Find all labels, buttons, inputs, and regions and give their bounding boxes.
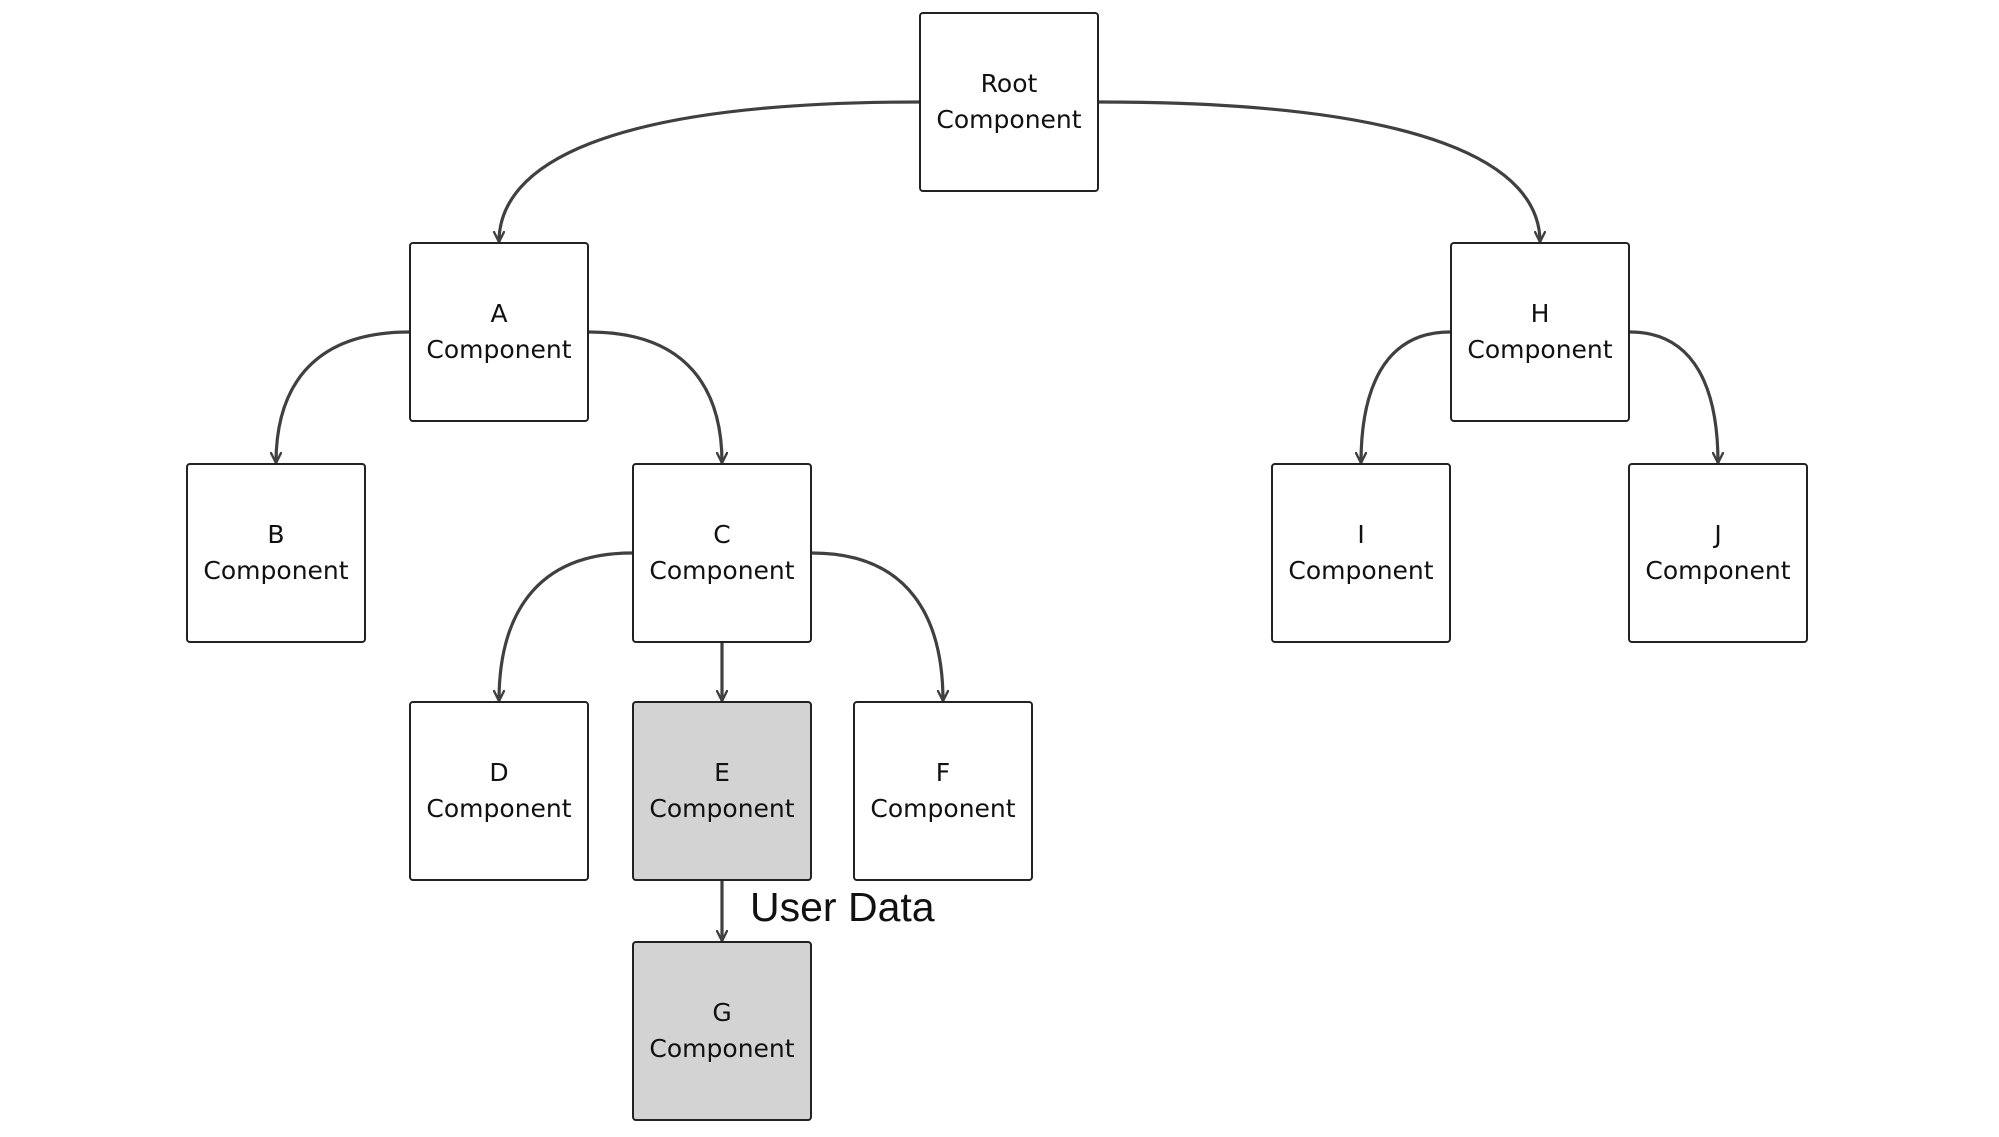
node-j-line1: J (1714, 520, 1722, 549)
node-a: A Component (409, 242, 589, 422)
node-b: B Component (186, 463, 366, 643)
edge-root-to-a (499, 100, 920, 242)
node-j: J Component (1628, 463, 1808, 643)
node-e: E Component (632, 701, 812, 881)
node-i-line1: I (1357, 520, 1365, 549)
node-a-line2: Component (426, 335, 572, 364)
node-root-line2: Component (936, 105, 1082, 134)
node-f-line2: Component (870, 794, 1016, 823)
node-e-line1: E (714, 758, 730, 787)
edge-root-to-h (1098, 100, 1540, 242)
node-h-line2: Component (1467, 335, 1613, 364)
edge-a-to-b (276, 330, 410, 463)
node-c: C Component (632, 463, 812, 643)
node-root-line1: Root (980, 69, 1038, 98)
edge-h-to-j (1629, 330, 1718, 463)
node-f: F Component (853, 701, 1033, 881)
node-b-line2: Component (203, 556, 349, 585)
node-c-line1: C (713, 520, 731, 549)
edge-c-to-f (811, 551, 943, 701)
edge-a-to-c (588, 330, 722, 463)
node-d-line1: D (489, 758, 509, 787)
edge-h-to-i (1361, 330, 1451, 463)
edge-label-user-data: User Data (750, 884, 935, 930)
node-c-line2: Component (649, 556, 795, 585)
node-e-line2: Component (649, 794, 795, 823)
node-b-line1: B (267, 520, 285, 549)
node-i: I Component (1271, 463, 1451, 643)
node-g: G Component (632, 941, 812, 1121)
node-g-line2: Component (649, 1034, 795, 1063)
node-h-line1: H (1530, 299, 1550, 328)
node-d-line2: Component (426, 794, 572, 823)
node-a-line1: A (490, 299, 508, 328)
node-j-line2: Component (1645, 556, 1791, 585)
node-h: H Component (1450, 242, 1630, 422)
node-i-line2: Component (1288, 556, 1434, 585)
edge-c-to-d (499, 551, 633, 701)
node-d: D Component (409, 701, 589, 881)
node-root: Root Component (919, 12, 1099, 192)
node-f-line1: F (935, 758, 951, 787)
node-g-line1: G (712, 998, 732, 1027)
